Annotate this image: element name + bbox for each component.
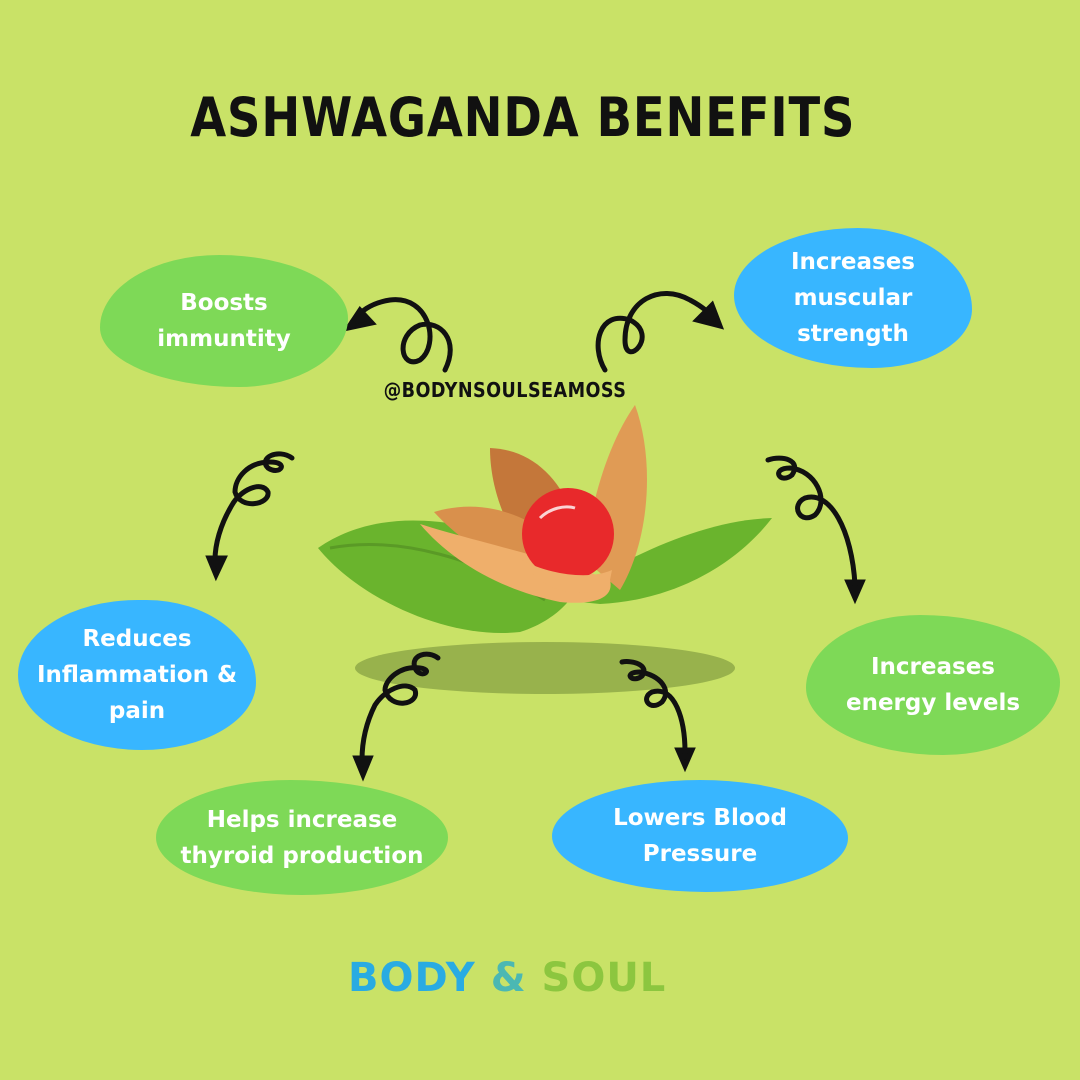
benefit-text: energy levels bbox=[845, 690, 1021, 716]
logo-soul: SOUL bbox=[541, 955, 667, 1001]
benefit-text: pain bbox=[108, 698, 166, 724]
benefit-text: Inflammation & bbox=[36, 662, 238, 688]
social-handle: @BODYNSOULSEAMOSS bbox=[383, 378, 627, 402]
benefit-muscular-strength: Increases muscular strength bbox=[734, 228, 972, 368]
benefit-text: strength bbox=[797, 321, 909, 347]
benefit-thyroid: Helps increase thyroid production bbox=[156, 780, 448, 895]
benefit-text: Increases bbox=[790, 249, 915, 275]
benefit-text: Increases bbox=[870, 654, 995, 680]
brand-logo: BODY & SOUL bbox=[348, 955, 666, 1001]
benefit-inflammation: Reduces Inflammation & pain bbox=[18, 600, 256, 750]
logo-body: BODY bbox=[348, 955, 476, 1001]
benefit-text: Helps increase bbox=[206, 806, 398, 833]
benefit-text: Boosts bbox=[180, 290, 268, 316]
benefit-text: immuntity bbox=[157, 326, 291, 352]
page-title: ASHWAGANDA BENEFITS bbox=[190, 86, 856, 149]
shadow bbox=[355, 642, 735, 694]
benefit-immunity: Boosts immuntity bbox=[100, 255, 348, 387]
logo-ampersand: & bbox=[490, 955, 527, 1001]
benefit-text: Reduces bbox=[82, 626, 192, 652]
benefit-text: Lowers Blood bbox=[613, 805, 787, 831]
benefit-text: muscular bbox=[793, 285, 913, 311]
benefit-energy: Increases energy levels bbox=[806, 615, 1060, 755]
benefit-blood-pressure: Lowers Blood Pressure bbox=[552, 780, 848, 892]
curly-arrow-icon bbox=[205, 290, 866, 782]
benefit-text: thyroid production bbox=[180, 842, 424, 869]
berry-icon bbox=[522, 488, 614, 593]
benefit-text: Pressure bbox=[642, 841, 758, 867]
